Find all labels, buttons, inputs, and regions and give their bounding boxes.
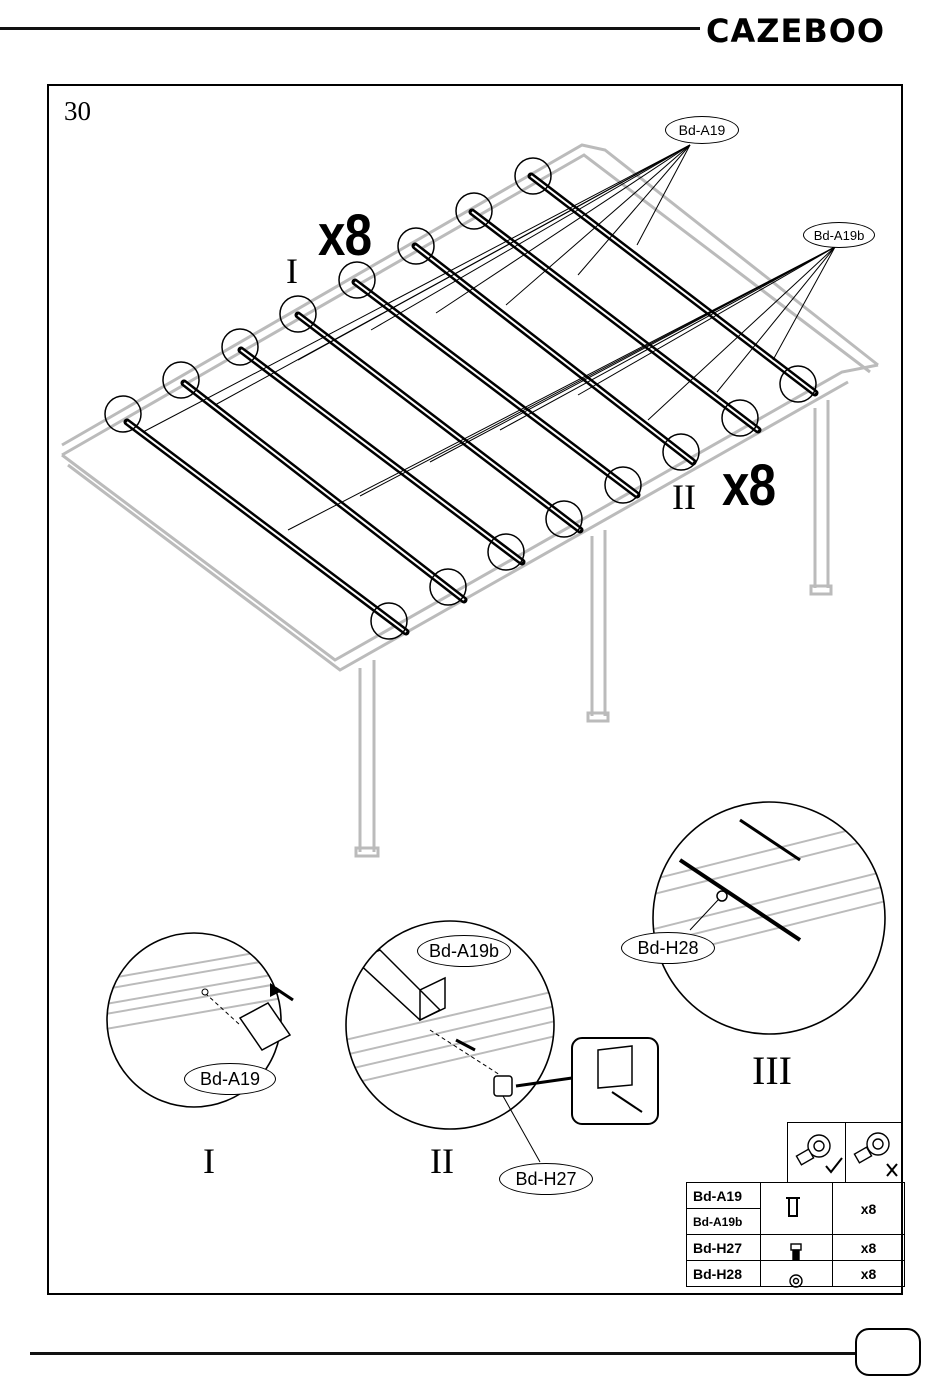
- detail-ii-label-bottom: Bd-H27: [499, 1163, 593, 1195]
- table-row: Bd-H27 x8: [687, 1235, 905, 1261]
- detail-ii-label-top: Bd-A19b: [417, 935, 511, 967]
- detail-iii: [650, 802, 890, 1034]
- parts-table: Bd-A19 x8 Bd-A19b Bd-H27 x8 Bd-H28 x8: [686, 1182, 905, 1287]
- bracket-icon-cell: [761, 1183, 833, 1235]
- part-code: Bd-H28: [687, 1261, 761, 1287]
- nut-icon-cell: [761, 1261, 833, 1287]
- page-number-box: [855, 1328, 921, 1376]
- footer-rule: [30, 1352, 856, 1355]
- bolt-orientation-guide: [787, 1122, 903, 1182]
- part-qty: x8: [833, 1183, 905, 1235]
- part-qty: x8: [833, 1235, 905, 1261]
- detail-iii-roman: III: [752, 1047, 792, 1094]
- part-code: Bd-H27: [687, 1235, 761, 1261]
- part-code: Bd-A19: [687, 1183, 761, 1209]
- detail-i-roman: I: [203, 1140, 215, 1182]
- table-row: Bd-A19 x8: [687, 1183, 905, 1209]
- table-row: Bd-H28 x8: [687, 1261, 905, 1287]
- part-qty: x8: [833, 1261, 905, 1287]
- incorrect-orientation-cell: [846, 1123, 903, 1182]
- correct-orientation-cell: [788, 1123, 846, 1182]
- part-code: Bd-A19b: [687, 1209, 761, 1235]
- detail-i-label: Bd-A19: [184, 1063, 276, 1095]
- detail-ii-roman: II: [430, 1140, 454, 1182]
- detail-iii-label: Bd-H28: [621, 932, 715, 964]
- bolt-icon-cell: [761, 1235, 833, 1261]
